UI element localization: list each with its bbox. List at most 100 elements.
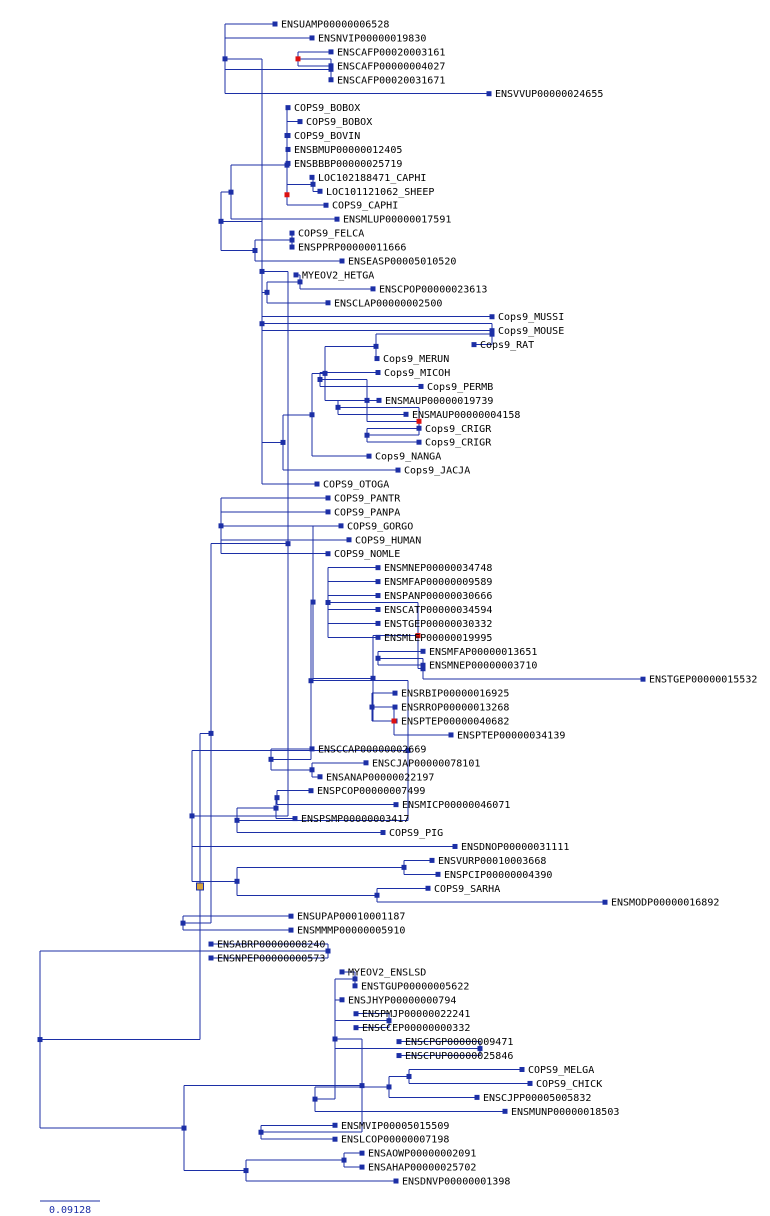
leaf-node[interactable] [352, 983, 358, 989]
speciation-node[interactable] [264, 289, 270, 295]
leaf-node[interactable] [285, 105, 291, 111]
leaf-node[interactable] [416, 425, 422, 431]
leaf-node[interactable] [474, 1094, 480, 1100]
leaf-node[interactable] [325, 509, 331, 515]
leaf-node[interactable] [328, 63, 334, 69]
speciation-node[interactable] [218, 523, 224, 529]
speciation-node[interactable] [308, 678, 314, 684]
leaf-node[interactable] [323, 202, 329, 208]
leaf-node[interactable] [602, 899, 608, 905]
leaf-node[interactable] [375, 370, 381, 375]
speciation-node[interactable] [180, 920, 186, 926]
speciation-node[interactable] [373, 343, 379, 349]
speciation-node[interactable] [310, 599, 316, 605]
speciation-node[interactable] [322, 370, 328, 376]
speciation-node[interactable] [369, 704, 375, 710]
speciation-node[interactable] [258, 1129, 264, 1135]
speciation-node[interactable] [328, 66, 334, 72]
speciation-node[interactable] [477, 1046, 483, 1052]
leaf-node[interactable] [376, 397, 382, 403]
duplication-node[interactable] [284, 192, 290, 198]
leaf-node[interactable] [375, 634, 381, 640]
speciation-node[interactable] [181, 1125, 187, 1131]
leaf-node[interactable] [519, 1067, 525, 1072]
speciation-node[interactable] [374, 892, 380, 898]
leaf-node[interactable] [314, 481, 320, 487]
leaf-node[interactable] [375, 620, 381, 626]
leaf-node[interactable] [359, 1164, 365, 1170]
duplication-node[interactable] [295, 56, 301, 62]
leaf-node[interactable] [375, 593, 381, 599]
leaf-node[interactable] [293, 272, 299, 278]
leaf-node[interactable] [332, 1136, 338, 1142]
speciation-node[interactable] [37, 1037, 43, 1043]
leaf-node[interactable] [374, 356, 380, 362]
speciation-node[interactable] [309, 767, 315, 773]
leaf-node[interactable] [332, 1122, 338, 1128]
leaf-node[interactable] [527, 1080, 533, 1086]
speciation-node[interactable] [273, 805, 279, 811]
leaf-node[interactable] [353, 1011, 359, 1017]
leaf-node[interactable] [429, 857, 435, 863]
leaf-node[interactable] [328, 77, 334, 83]
leaf-node[interactable] [502, 1108, 508, 1114]
duplication-node[interactable] [416, 418, 422, 424]
leaf-node[interactable] [420, 648, 426, 654]
leaf-node[interactable] [370, 286, 376, 292]
speciation-node[interactable] [325, 948, 331, 954]
leaf-node[interactable] [395, 467, 401, 473]
speciation-node[interactable] [189, 813, 195, 819]
leaf-node[interactable] [418, 383, 424, 389]
speciation-node[interactable] [234, 817, 240, 823]
speciation-node[interactable] [285, 541, 291, 547]
leaf-node[interactable] [403, 411, 409, 417]
speciation-node[interactable] [489, 331, 495, 337]
speciation-node[interactable] [208, 730, 214, 736]
root-node[interactable] [196, 882, 204, 891]
leaf-node[interactable] [297, 119, 303, 125]
leaf-node[interactable] [346, 537, 352, 543]
speciation-node[interactable] [317, 376, 323, 382]
leaf-node[interactable] [308, 788, 314, 794]
speciation-node[interactable] [309, 412, 315, 418]
speciation-node[interactable] [406, 1073, 412, 1079]
leaf-node[interactable] [452, 843, 458, 849]
speciation-node[interactable] [243, 1168, 249, 1174]
speciation-node[interactable] [335, 404, 341, 410]
speciation-node[interactable] [405, 748, 411, 754]
speciation-node[interactable] [364, 432, 370, 438]
speciation-node[interactable] [310, 181, 316, 187]
leaf-node[interactable] [328, 49, 334, 55]
speciation-node[interactable] [386, 1084, 392, 1090]
speciation-node[interactable] [325, 600, 331, 606]
leaf-node[interactable] [393, 802, 399, 808]
speciation-node[interactable] [312, 1096, 318, 1102]
leaf-node[interactable] [325, 551, 331, 557]
leaf-node[interactable] [366, 453, 372, 459]
leaf-node[interactable] [448, 732, 454, 738]
speciation-node[interactable] [297, 279, 303, 285]
leaf-node[interactable] [416, 439, 422, 445]
speciation-node[interactable] [252, 248, 258, 254]
leaf-node[interactable] [288, 927, 294, 933]
leaf-node[interactable] [289, 230, 295, 236]
leaf-node[interactable] [309, 35, 315, 41]
speciation-node[interactable] [218, 218, 224, 224]
leaf-node[interactable] [396, 1053, 402, 1059]
speciation-node[interactable] [234, 878, 240, 884]
leaf-node[interactable] [396, 1039, 402, 1045]
leaf-node[interactable] [435, 871, 441, 877]
leaf-node[interactable] [292, 816, 298, 822]
speciation-node[interactable] [284, 162, 290, 168]
leaf-node[interactable] [339, 997, 345, 1003]
leaf-node[interactable] [325, 300, 331, 306]
leaf-node[interactable] [208, 955, 214, 961]
speciation-node[interactable] [222, 56, 228, 62]
leaf-node[interactable] [640, 676, 646, 682]
leaf-node[interactable] [375, 565, 381, 571]
speciation-node[interactable] [386, 1018, 392, 1024]
speciation-node[interactable] [268, 756, 274, 762]
leaf-node[interactable] [393, 1178, 399, 1184]
leaf-node[interactable] [489, 328, 495, 334]
speciation-node[interactable] [375, 655, 381, 661]
